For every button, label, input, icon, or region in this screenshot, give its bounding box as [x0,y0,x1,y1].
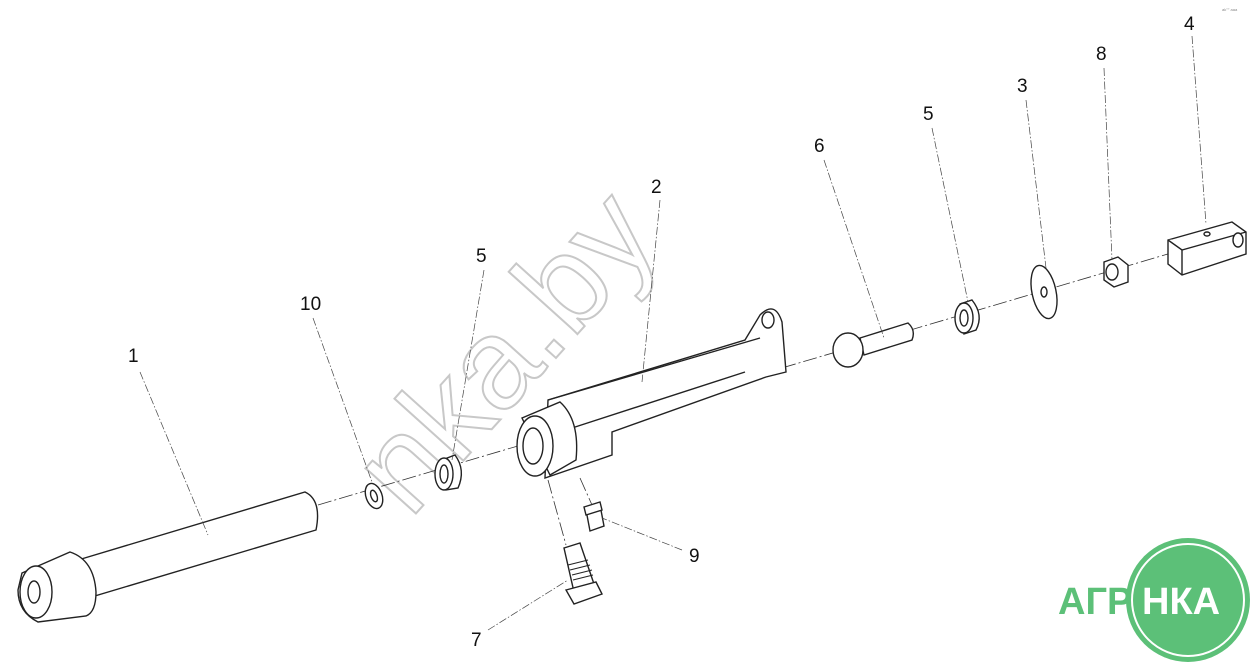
leader-5b [931,127,969,303]
callout-2: 2 [651,177,662,198]
leader-6 [823,159,885,339]
part-9-grease-fitting [583,501,605,532]
callout-3: 3 [1017,76,1028,97]
leader-10 [312,317,373,483]
callout-8: 8 [1096,44,1107,65]
logo-text-left: АГРО [1058,581,1161,623]
leader-5a [451,269,485,461]
part-6-ball-pin [832,322,915,368]
callout-1: 1 [128,346,139,367]
leader-9 [601,517,683,551]
callout-5-right: 5 [923,104,934,125]
part-7-cap [563,542,603,605]
leader-1 [139,371,209,536]
axis-7 [547,479,567,546]
part-4-clevis [1167,221,1247,276]
leader-4 [1191,35,1207,225]
part-2-cylinder [516,308,787,479]
leader-2 [641,199,661,383]
callout-6: 6 [814,136,825,157]
callout-10: 10 [300,294,321,315]
logo-circle [1126,538,1250,662]
part-1-rod [17,491,319,623]
part-5-bushing-right [954,299,980,335]
leader-8 [1103,67,1113,261]
logo-text-right: НКА [1142,581,1220,623]
leader-3 [1025,99,1047,269]
callout-9: 9 [689,546,700,567]
corner-mark: ak°° ааа [1222,7,1238,12]
part-3-washer [1030,264,1058,320]
agronka-logo: АГРО НКА [1058,538,1250,662]
part-8-nut [1103,256,1129,288]
part-10-washer [364,482,384,510]
callout-5-left: 5 [476,246,487,267]
watermark-text: nka.by [325,163,684,539]
axis-9 [579,477,593,506]
leader-7 [487,579,569,631]
callout-7: 7 [471,630,482,651]
part-5-bushing-left [434,454,463,491]
callout-4: 4 [1184,14,1195,35]
